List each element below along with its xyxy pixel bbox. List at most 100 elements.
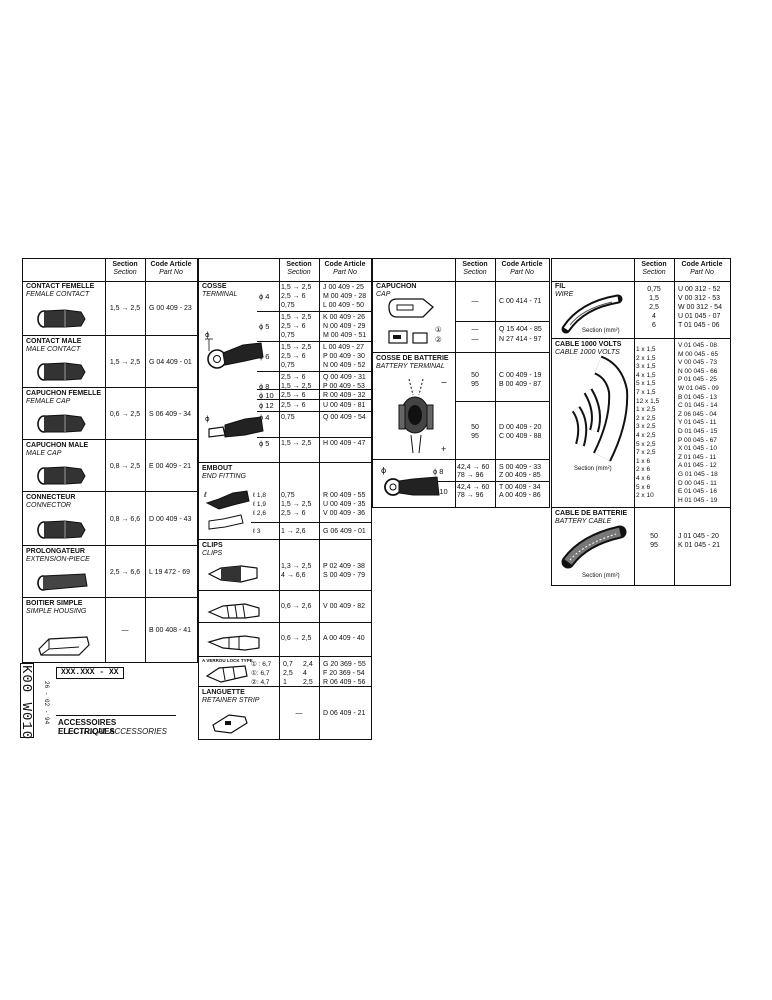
cable-code: P 01 045 - 25 xyxy=(678,376,717,384)
male-contact-icon xyxy=(37,362,86,381)
cable-code: B 01 045 - 13 xyxy=(678,393,718,401)
end-fitting-code: R 00 409 - 55 xyxy=(323,492,366,499)
end-fitting-section: 2,5 → 6 xyxy=(281,510,306,517)
terminal-code: R 00 409 - 32 xyxy=(323,392,366,399)
battery-cable-code: J 01 045 - 20 xyxy=(678,533,719,540)
retainer-strip-code: D 06 409 - 21 xyxy=(323,710,366,717)
group-separator xyxy=(257,389,371,390)
product-code: G 04 409 - 01 xyxy=(149,359,192,366)
cable-code: D 00 045 - 11 xyxy=(678,479,717,487)
product-title: CONTACT MALE xyxy=(26,338,82,345)
group-separator xyxy=(257,437,371,438)
wire-title: FIL xyxy=(555,283,566,290)
lock-section: 4 xyxy=(303,670,307,677)
terminal-code: Q 00 409 - 31 xyxy=(323,374,366,381)
clip-code: P 02 409 - 38 xyxy=(323,563,365,570)
battery-terminal-icon xyxy=(398,378,434,454)
terminal-code: P 00 409 - 30 xyxy=(323,353,365,360)
cap-section: — xyxy=(471,326,479,333)
battery-ring-icon: ϕ xyxy=(381,466,440,496)
cable-section: 3 x 2,5 xyxy=(636,423,656,431)
divider xyxy=(634,259,635,585)
cable-code: D 01 045 - 15 xyxy=(678,428,718,435)
lock-code: F 20 369 - 54 xyxy=(323,670,365,677)
wire-section: 2,5 xyxy=(649,304,659,311)
clip-section: 1,3 → 2,5 xyxy=(281,563,312,570)
battery-terminal-subtitle: BATTERY TERMINAL xyxy=(376,363,445,370)
end-fitting-title: EMBOUT xyxy=(202,465,233,472)
terminal-code: U 00 409 - 81 xyxy=(323,402,366,409)
wire-code: V 00 312 - 53 xyxy=(678,295,721,302)
reference-box: XXX.XXX - XX xyxy=(56,667,124,679)
cable-section: 5 x 6 xyxy=(636,483,651,491)
cap-section: — xyxy=(471,298,479,305)
battery-cable-section: 50 xyxy=(650,533,658,540)
end-fitting-section: 1 → 2,6 xyxy=(281,528,306,535)
divider xyxy=(455,259,456,507)
cap-title: CAPUCHON xyxy=(376,283,417,290)
cap-marker-2: ② xyxy=(435,335,442,344)
terminal-section: 1,5 → 2,5 xyxy=(281,440,312,447)
sheet-code-frame xyxy=(20,663,34,738)
terminal-code: P 00 409 - 53 xyxy=(323,383,365,390)
battery-cable-code: K 01 045 - 21 xyxy=(678,542,721,549)
product-section: 1,5 → 2,5 xyxy=(109,305,141,312)
lock-type-label: A VERROU LOCK TYPE xyxy=(202,658,253,663)
wire-section: 1,5 xyxy=(649,295,659,302)
cable-section: 5 x 1,5 xyxy=(636,380,656,388)
cable-code: C 01 045 - 14 xyxy=(678,402,718,410)
length-label: ℓ 2,6 xyxy=(253,510,266,517)
lock-section: 1 xyxy=(283,679,287,686)
terminal-section: 1,5 → 2,5 xyxy=(281,383,312,390)
connector-icon xyxy=(37,520,86,539)
product-code: S 06 409 - 34 xyxy=(149,411,192,418)
terminal-section: 1,5 → 2,5 xyxy=(281,344,312,351)
end-fitting-code: G 06 409 - 01 xyxy=(323,528,366,535)
cable-section: 3 x 1,5 xyxy=(636,363,656,371)
terminal-code: N 00 409 - 29 xyxy=(323,323,366,330)
lock-code: R 06 409 - 56 xyxy=(323,679,366,686)
product-subtitle: CONNECTOR xyxy=(26,502,71,509)
terminal-code: K 00 409 - 26 xyxy=(323,314,366,321)
product-section: 2,5 → 6,6 xyxy=(109,569,141,576)
product-section: — xyxy=(121,627,129,634)
terminal-section: 2,5 → 6 xyxy=(281,323,306,330)
clip-section: 0,6 → 2,5 xyxy=(281,635,312,642)
svg-text:ϕ: ϕ xyxy=(381,466,386,475)
cable-code: W 01 045 - 09 xyxy=(678,385,719,392)
cable-code: Z 06 045 - 04 xyxy=(678,410,717,418)
retainer-strip-subtitle: RETAINER STRIP xyxy=(202,697,260,704)
product-title: CONTACT FEMELLE xyxy=(26,283,95,290)
svg-text:ℓ: ℓ xyxy=(203,491,207,499)
retainer-strip-section: — xyxy=(295,710,303,717)
group-separator xyxy=(257,311,371,312)
cap-marker-1: ① xyxy=(435,325,442,334)
terminal-section: 0,75 xyxy=(281,332,295,339)
battery-section: 78 → 96 xyxy=(457,472,484,479)
cable-subtitle: CABLE 1000 VOLTS xyxy=(555,349,620,356)
terminal-code: M 00 409 - 28 xyxy=(323,293,367,300)
wire-code: U 01 045 - 07 xyxy=(678,313,721,320)
terminal-section: 2,5 → 6 xyxy=(281,374,306,381)
cable-section: 4 x 1,5 xyxy=(636,371,656,379)
wire-code: W 00 312 - 54 xyxy=(678,304,722,311)
product-subtitle: MALE CONTACT xyxy=(26,346,81,353)
retainer-strip-title: LANGUETTE xyxy=(202,689,245,696)
cable-code: E 01 045 - 16 xyxy=(678,488,718,496)
diameter-label: ϕ 12 xyxy=(259,401,274,410)
cable-section: 1 x 6 xyxy=(636,457,651,465)
end-fitting-subtitle: END FITTING xyxy=(202,473,246,480)
battery-code: C 00 409 - 19 xyxy=(499,372,542,379)
clips-title: CLIPS xyxy=(202,542,223,549)
cable-block: CABLE 1000 VOLTS CABLE 1000 VOLTS 1 x 1,… xyxy=(552,338,730,508)
diameter-label: ϕ 4 xyxy=(259,292,270,301)
diameter-label: ϕ 8 xyxy=(433,467,444,476)
